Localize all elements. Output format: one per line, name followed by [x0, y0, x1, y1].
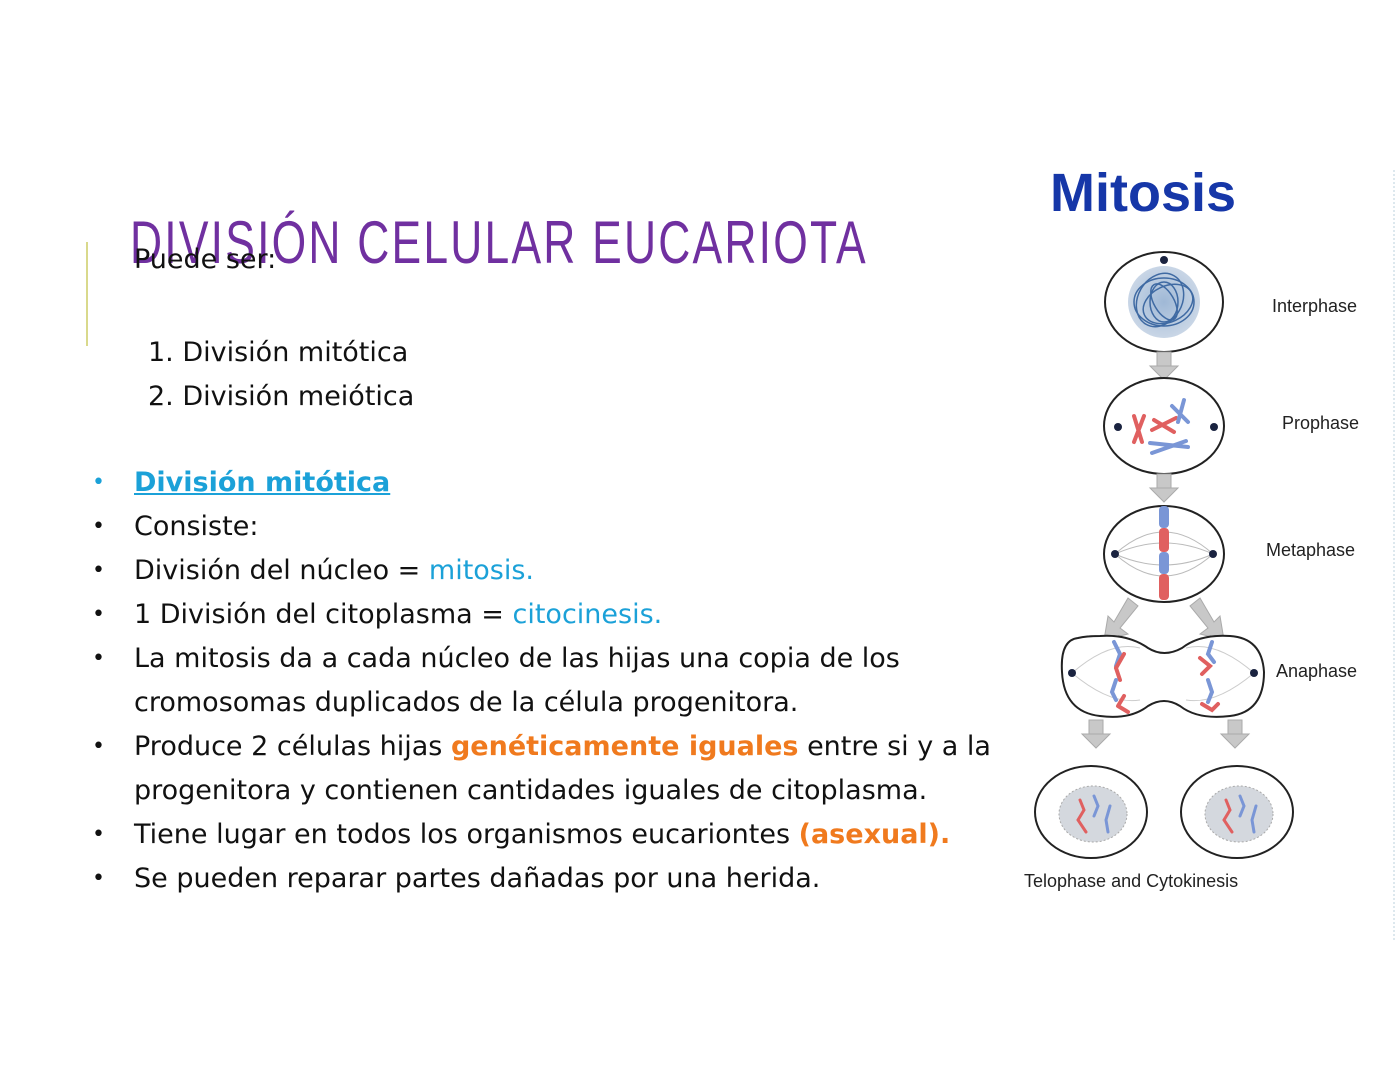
- bullet-item: • Consiste:: [92, 505, 1032, 549]
- bullet-item: • 1 División del citoplasma = citocinesi…: [92, 593, 1032, 637]
- phase-label-telophase: Telophase and Cytokinesis: [1024, 871, 1239, 891]
- bullet-item: • Tiene lugar en todos los organismos eu…: [92, 813, 1032, 857]
- accent-bar: [86, 242, 88, 346]
- bullet-item: • Produce 2 células hijas genéticamente …: [92, 725, 1032, 813]
- mitosis-diagram: Mitosis: [1020, 160, 1380, 900]
- bullet-icon: •: [92, 822, 105, 847]
- bullet-icon: •: [92, 734, 105, 759]
- mitosis-illustration-icon: [1034, 251, 1294, 859]
- bullet-list: • División mitótica • Consiste: • Divisi…: [92, 461, 1032, 901]
- bullet-icon: •: [92, 646, 105, 671]
- phase-label-metaphase: Metaphase: [1266, 540, 1356, 560]
- intro-text: Puede ser:: [134, 244, 277, 275]
- bullet-item: • La mitosis da a cada núcleo de las hij…: [92, 637, 1032, 725]
- section-heading-link[interactable]: División mitótica: [134, 467, 391, 498]
- term-mitosis: mitosis.: [428, 555, 535, 586]
- bullet-icon: •: [92, 558, 105, 583]
- phase-label-anaphase: Anaphase: [1276, 661, 1358, 681]
- term-asexual: (asexual).: [798, 819, 951, 850]
- bullet-icon: •: [92, 470, 105, 495]
- bullet-icon: •: [92, 514, 105, 539]
- term-geneticamente-iguales: genéticamente iguales: [450, 731, 799, 762]
- figure-title: Mitosis: [1050, 163, 1237, 223]
- numbered-item: 2. División meiótica: [148, 381, 415, 412]
- bullet-item: • División mitótica: [92, 461, 1032, 505]
- phase-label-prophase: Prophase: [1282, 413, 1360, 433]
- bullet-icon: •: [92, 602, 105, 627]
- numbered-item: 1. División mitótica: [148, 337, 409, 368]
- bullet-icon: •: [92, 866, 105, 891]
- numbered-list: 1. División mitótica 2. División meiótic…: [148, 331, 414, 419]
- term-citocinesis: citocinesis.: [512, 599, 663, 630]
- phase-label-interphase: Interphase: [1272, 296, 1358, 316]
- slide-title: DIVISIÓN CELULAR EUCARIOTA: [130, 209, 868, 277]
- divider-line: [1391, 170, 1395, 940]
- bullet-item: • División del núcleo = mitosis.: [92, 549, 1032, 593]
- bullet-item: • Se pueden reparar partes dañadas por u…: [92, 857, 1032, 901]
